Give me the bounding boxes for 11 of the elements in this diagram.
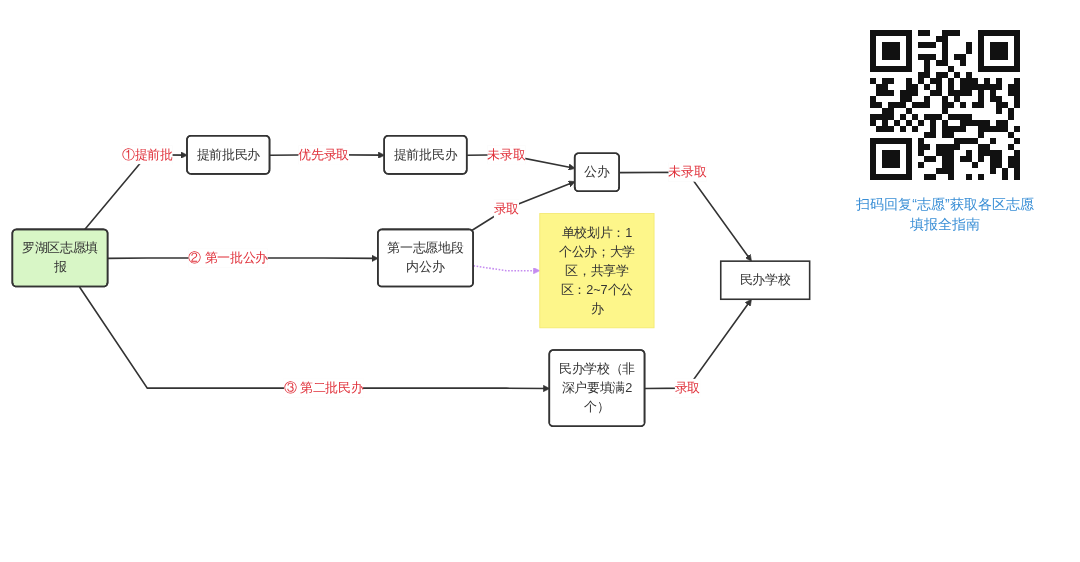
edge-label: ③ 第二批民办 xyxy=(283,381,364,395)
edge-label: ② 第一批公办 xyxy=(188,250,269,265)
edge-label: 未录取 xyxy=(487,147,526,162)
edge-label: 录取 xyxy=(674,381,701,395)
edge-label: ①提前批 xyxy=(121,147,173,162)
edge-label: 未录取 xyxy=(668,165,707,179)
edge-label: 录取 xyxy=(493,201,520,216)
qr-code-caption: 扫码回复“志愿”获取各区志愿填报全指南 xyxy=(855,195,1035,234)
edge-label: 优先录取 xyxy=(298,147,350,162)
node-box: 单校划片：1个公办；大学区，共享学区：2~7个公办 xyxy=(539,213,655,329)
node-box: 民办学校 xyxy=(719,260,811,301)
